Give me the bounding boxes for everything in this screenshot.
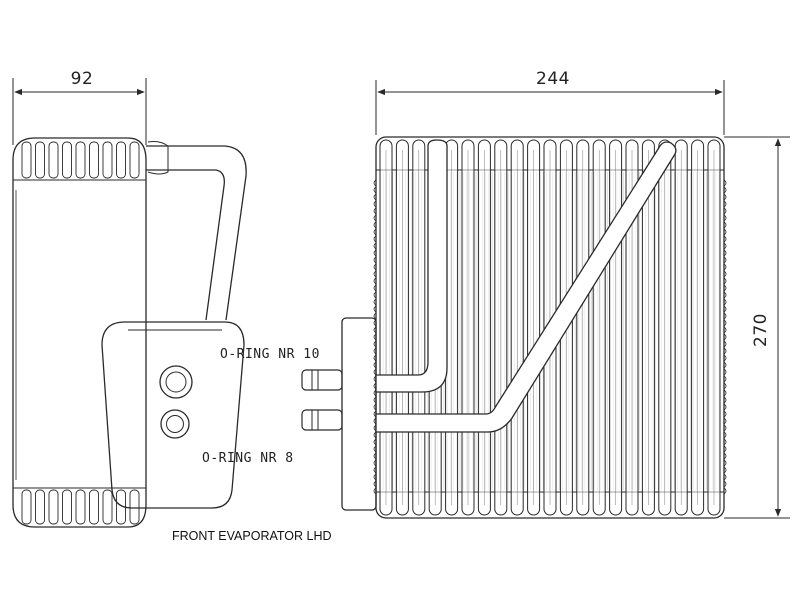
front-view: 244 270: [301, 69, 790, 519]
fitting-block: [341, 317, 377, 511]
oring-label-lower: O-RING NR 8: [202, 451, 294, 466]
drawing-caption: FRONT EVAPORATOR LHD: [172, 529, 332, 543]
oring-port-lower: [160, 409, 190, 439]
front-height-label: 270: [751, 313, 771, 347]
oring-port-upper: [159, 365, 193, 399]
side-view: 92: [12, 69, 247, 528]
side-core-outline: [12, 137, 147, 528]
side-bottom-fin-tabs: [21, 489, 140, 525]
front-width-dimension: 244: [375, 69, 725, 135]
inlet-pipe-vertical: [375, 139, 448, 393]
outlet-pipe-diagonal: [375, 141, 677, 433]
front-height-dimension: 270: [724, 136, 790, 519]
fitting-stub-upper: [301, 369, 343, 391]
fitting-stub-lower: [301, 409, 343, 431]
side-width-label: 92: [71, 69, 94, 89]
front-width-label: 244: [536, 69, 570, 89]
side-pipe: [146, 145, 247, 321]
side-flange: [101, 321, 245, 509]
side-width-dimension: 92: [12, 69, 147, 145]
side-top-fin-tabs: [21, 141, 140, 179]
oring-label-upper: O-RING NR 10: [220, 347, 320, 362]
